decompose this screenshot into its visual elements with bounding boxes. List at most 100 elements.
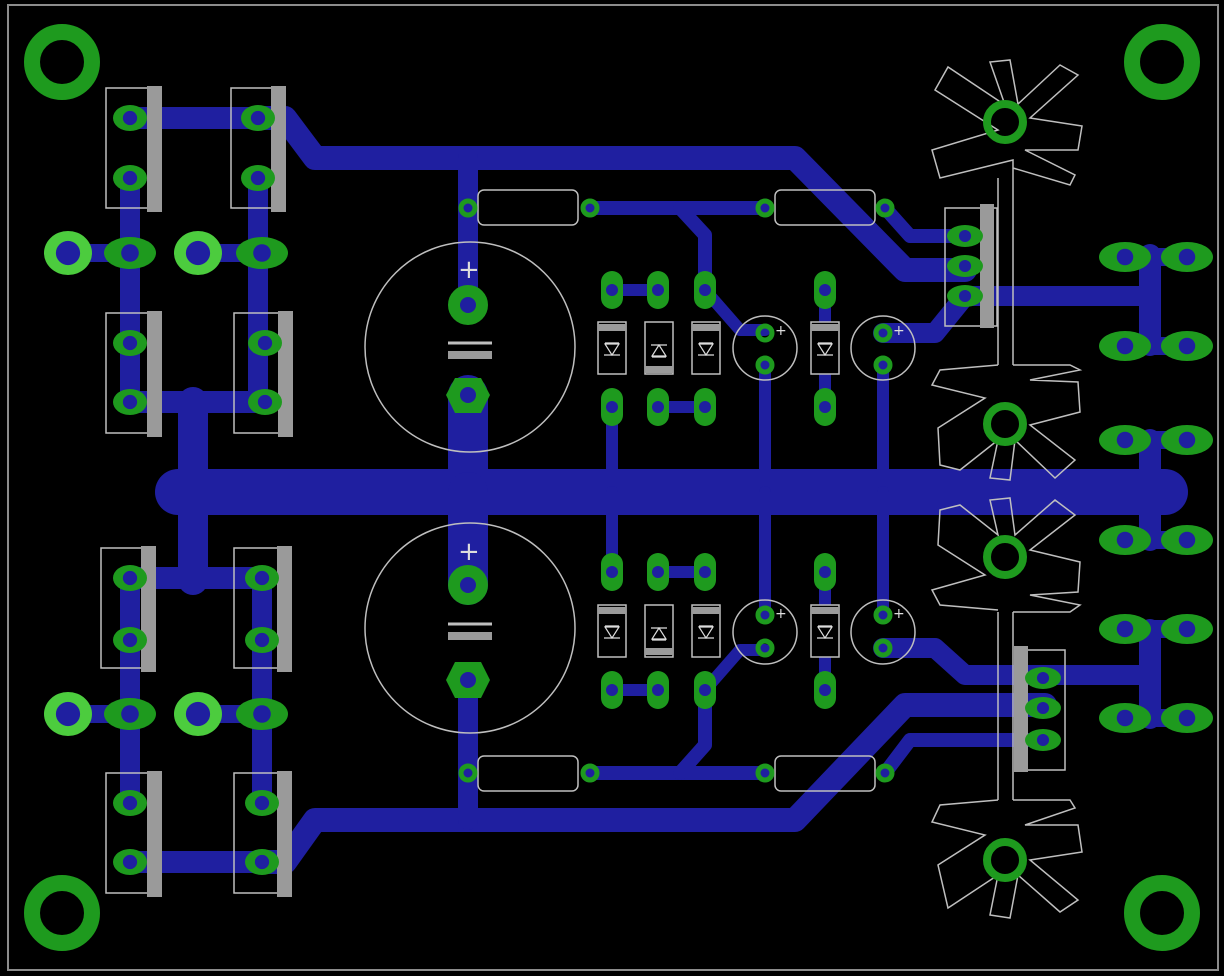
small-diode-lower-bottom-pad-2-drill [652,684,664,696]
mounting-hole-1 [24,24,100,100]
resistor-pad-5 [458,763,478,783]
terminal-pad-right-6-drill [1178,709,1196,727]
small-cap-pad-8 [873,638,893,658]
diode-pad-12-drill [254,632,270,648]
diode-tab-8 [277,771,292,897]
terminal-pad-left-4-drill [1116,531,1134,549]
capacitor-symbols [448,341,492,640]
cap-top-pad-positive [448,285,488,325]
terminal-pad-right-3-drill [1178,431,1196,449]
ac-link-pad-2-drill [253,244,271,262]
diode-tab-3 [147,311,162,437]
cap-top-plate-b [448,351,492,359]
diode-pad-3-drill [250,110,266,126]
small-diode-band-6 [645,648,673,655]
heatsink-hole-2 [983,402,1027,446]
terminal-pad-left-2-drill [1116,337,1134,355]
resistor-pad-4 [875,198,895,218]
plus-mark-small-cap-1: + [775,323,787,339]
diode-glyph-8 [816,625,834,640]
resistor-pad-8 [875,763,895,783]
resistor-pad-6 [580,763,600,783]
regulator-top-tab [980,204,994,328]
diode-glyph-3 [697,342,715,357]
small-cap-pad-5 [755,605,775,625]
board-outline [7,4,1219,971]
small-cap-pad-6 [755,638,775,658]
heatsink-hole-1 [983,100,1027,144]
small-cap-outline-3 [732,599,798,665]
plus-mark-small-cap-3: + [775,606,787,622]
small-diode-lower-top-pad-1-drill [606,566,618,578]
small-diode-bottom-pad-4-drill [819,401,831,413]
diode-tab-7 [147,771,162,897]
upper-adjust-trace [673,201,712,295]
small-cap-pad-3 [873,323,893,343]
small-diode-lower-bottom-pad-1-drill [606,684,618,696]
heatsink-upper-top [931,59,1083,186]
regulator-pad-3-drill [958,289,972,303]
terminal-pad-left-5-drill [1116,620,1134,638]
small-diode-band-1 [598,324,626,331]
terminal-pad-right-2-drill [1178,337,1196,355]
regulator-pad-6-drill [1036,733,1050,747]
small-diode-top-pad-1-drill [606,284,618,296]
cap-bottom-pad-positive [448,565,488,605]
diode-glyphs [603,342,834,641]
diode-tabs [141,86,1028,897]
ac-link-pad-4-drill [253,705,271,723]
diode-pad-2-drill [122,170,138,186]
resistor-pad-2 [580,198,600,218]
diode-glyph-7 [697,625,715,640]
diode-tab-4 [278,311,293,437]
small-diode-lower-top-pad-3-drill [699,566,711,578]
diode-pad-8-drill [257,394,273,410]
resistor-pad-7 [755,763,775,783]
terminal-pad-left-1-drill [1116,248,1134,266]
capacitor-top-outline [364,241,576,453]
small-diode-lower-bottom-pad-4-drill [819,684,831,696]
small-diode-band-4 [811,324,839,331]
plus-mark-small-cap-2: + [893,323,905,339]
diode-pad-7-drill [257,335,273,351]
small-diode-body-2 [644,321,674,375]
small-diode-lower-top-pad-2-drill [652,566,664,578]
cap-top-pad-negative-drill [460,387,476,403]
ac-link-pad-3-drill [121,705,139,723]
diode-glyph-4 [816,342,834,357]
plus-mark-cap-top: + [458,255,480,285]
small-cap-pad-4 [873,355,893,375]
resistor-outline-4 [774,755,876,792]
regulator-pad-1-drill [958,229,972,243]
mounting-hole-3 [24,875,100,951]
plus-mark-small-cap-4: + [893,606,905,622]
terminal-pad-right-4-drill [1178,531,1196,549]
upper-out-link [873,286,1160,343]
diode-pad-1-drill [122,110,138,126]
terminal-pad-left-3-drill [1116,431,1134,449]
lower-output-trace [878,733,1052,780]
diode-pad-4-drill [250,170,266,186]
regulator-pad-5-drill [1036,701,1050,715]
diode-pad-11-drill [254,570,270,586]
diode-glyph-5 [603,625,621,640]
pads-layer [24,24,1213,951]
regulator-bottom-tab [1014,646,1028,772]
small-diode-lower-top-pad-4-drill [819,566,831,578]
capacitor-bottom-outline [364,522,576,734]
ac-input-pad-4-drill [185,701,211,727]
small-diode-band-8 [811,607,839,614]
mounting-hole-4 [1124,875,1200,951]
small-cap-outline-4 [850,599,916,665]
resistor-pad-1 [458,198,478,218]
regulator-pad-2-drill [958,259,972,273]
terminal-pad-left-6-drill [1116,709,1134,727]
cap-bottom-plate-b [448,632,492,640]
diode-tab-1 [147,86,162,212]
small-cap-pad-7 [873,605,893,625]
diode-pad-5-drill [122,335,138,351]
ac-input-pad-1-drill [55,240,81,266]
plus-mark-cap-bottom: + [458,537,480,567]
diode-glyph-1 [603,342,621,357]
